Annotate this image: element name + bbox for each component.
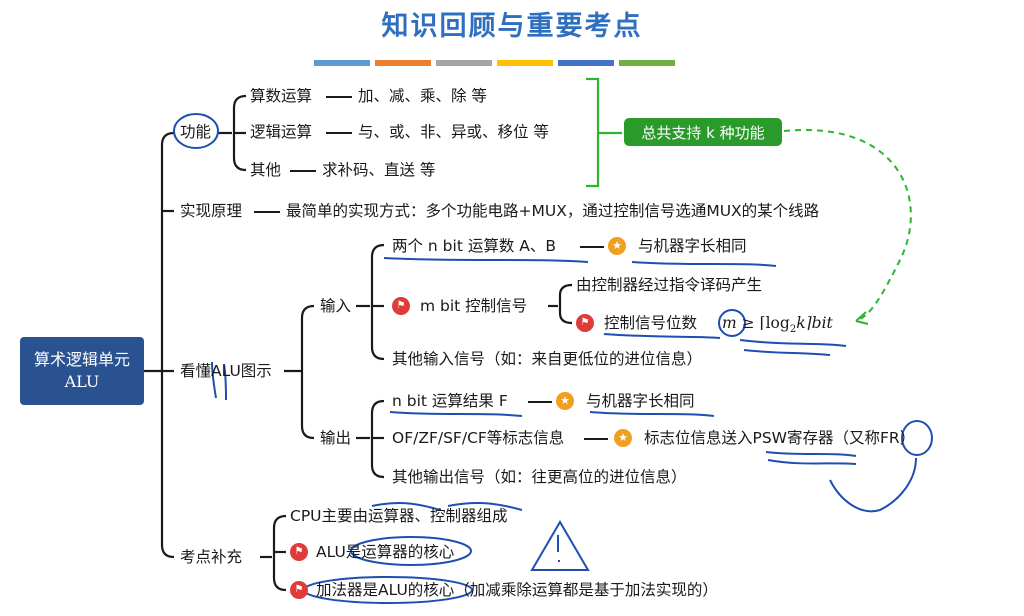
color-bar-2 [375, 60, 431, 66]
star-icon: ★ [556, 392, 574, 410]
logic-desc: 与、或、非、异或、移位 等 [358, 123, 549, 141]
control-formula: m ≥ ⌈log2k⌉bit [722, 313, 833, 340]
dash-operands [580, 246, 604, 248]
flag-icon: ⚑ [290, 543, 308, 561]
exam-point-2: ALU是运算器的核心 [316, 543, 455, 561]
page-title: 知识回顾与重要考点 [381, 11, 643, 42]
root-node-alu: 算术逻辑单元 ALU [20, 337, 144, 405]
flag-icon: ⚑ [576, 314, 594, 332]
color-bar-1 [314, 60, 370, 66]
node-function: 功能 [180, 123, 212, 141]
exam-point-1: CPU主要由运算器、控制器组成 [290, 507, 508, 525]
flag-icon: ⚑ [392, 297, 410, 315]
dash-arith [326, 96, 352, 98]
input-control: m bit 控制信号 [420, 297, 528, 315]
star-icon: ★ [608, 237, 626, 255]
output-result: n bit 运算结果 F [392, 392, 508, 410]
node-arith: 算数运算 [250, 87, 313, 105]
control-bits: 控制信号位数 [604, 314, 698, 332]
dash-result [528, 401, 552, 403]
k-functions-badge: 总共支持 k 种功能 [624, 118, 782, 146]
formula-sub: 2 [789, 324, 797, 336]
node-diagram: 看懂ALU图示 [180, 362, 272, 380]
color-bar-6 [619, 60, 675, 66]
other-func-desc: 求补码、直送 等 [322, 161, 436, 179]
flags-note: 标志位信息送入PSW寄存器（又称FR） [644, 429, 916, 447]
control-source: 由控制器经过指令译码产生 [576, 276, 763, 294]
output-other: 其他输出信号（如：往更高位的进位信息） [392, 468, 687, 486]
node-logic: 逻辑运算 [250, 123, 313, 141]
color-bar-5 [558, 60, 614, 66]
exam-point-3: 加法器是ALU的核心（加减乘除运算都是基于加法实现的） [316, 581, 718, 599]
node-impl: 实现原理 [180, 202, 243, 220]
node-output: 输出 [320, 429, 352, 447]
star-icon: ★ [614, 429, 632, 447]
node-exam: 考点补充 [180, 548, 243, 566]
root-line2: ALU [64, 372, 100, 391]
formula-end: k⌉bit [796, 314, 833, 332]
operands-note: 与机器字长相同 [638, 237, 747, 255]
output-flags: OF/ZF/SF/CF等标志信息 [392, 429, 565, 447]
dash-other [290, 170, 316, 172]
input-other: 其他输入信号（如：来自更低位的进位信息） [392, 350, 703, 368]
color-bar-3 [436, 60, 492, 66]
color-bar-4 [497, 60, 553, 66]
node-input: 输入 [320, 297, 352, 315]
input-operands: 两个 n bit 运算数 A、B [392, 237, 556, 255]
node-other-func: 其他 [250, 161, 282, 179]
dash-logic [326, 132, 352, 134]
root-line1: 算术逻辑单元 [33, 350, 130, 369]
formula-rest: ≥ ⌈log [741, 314, 790, 332]
formula-m: m [722, 314, 737, 332]
arith-desc: 加、减、乘、除 等 [358, 87, 487, 105]
impl-desc: 最简单的实现方式：多个功能电路+MUX，通过控制信号选通MUX的某个线路 [286, 202, 820, 220]
dash-flags [584, 438, 608, 440]
flag-icon: ⚑ [290, 581, 308, 599]
result-note: 与机器字长相同 [586, 392, 695, 410]
dash-impl [254, 211, 280, 213]
